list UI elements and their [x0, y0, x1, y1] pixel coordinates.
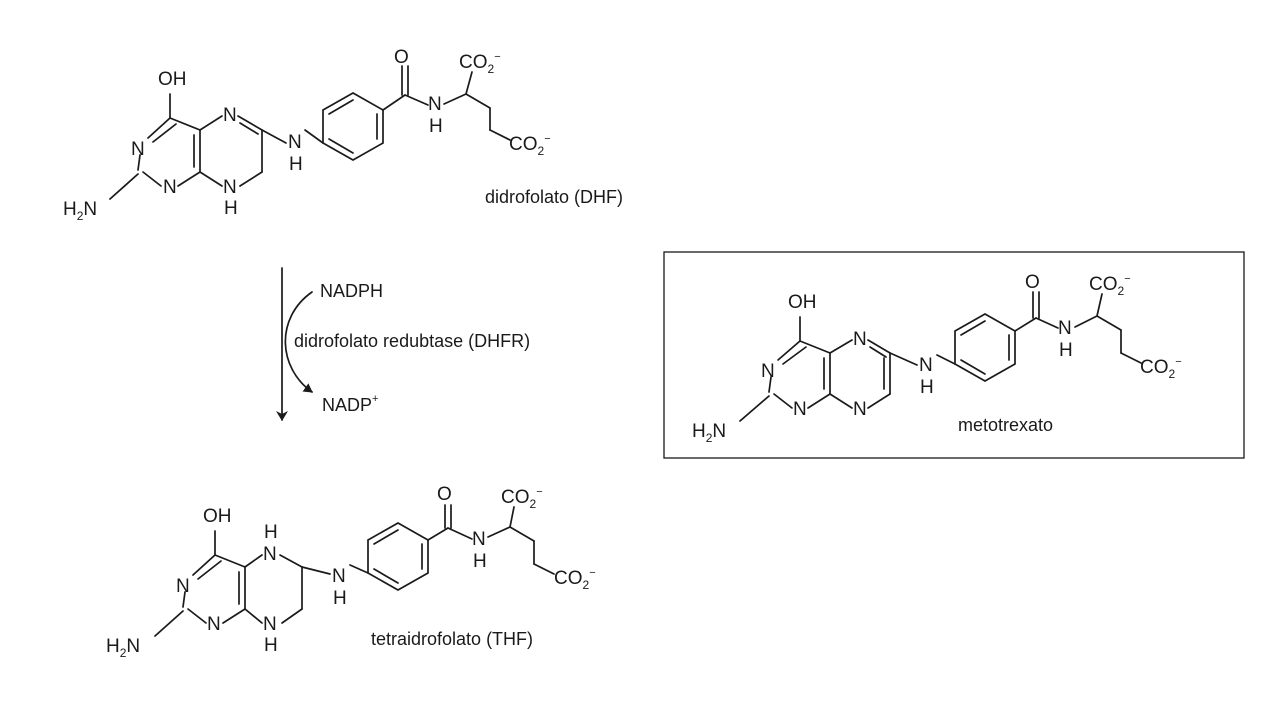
thf-h-d: H [264, 635, 278, 656]
molecule-mtx: OH N N N N H2N N H O N H CO2− CO2− metot… [692, 272, 1182, 445]
thf-h-c: H [264, 522, 278, 543]
dhf-co2-top: CO2− [459, 51, 501, 76]
thf-bonds [154, 504, 555, 637]
thf-o-amide: O [437, 484, 452, 505]
dhf-o-amide: O [394, 47, 409, 68]
dhf-n-d: N [223, 177, 237, 198]
thf-oh: OH [203, 506, 232, 527]
mtx-amide-h: H [1059, 340, 1073, 361]
molecule-thf: OH N N N H N H H2N N H O N H CO2− CO2− t… [106, 484, 596, 660]
dhf-n-b: N [163, 177, 177, 198]
dhf-n-c: N [223, 105, 237, 126]
thf-amide-n: N [472, 529, 486, 550]
thf-co2-top: CO2− [501, 486, 543, 511]
cofactor-curve-arrow [284, 291, 313, 393]
mtx-n-d: N [853, 399, 867, 420]
mtx-bonds [739, 291, 1142, 422]
mtx-oh: OH [788, 292, 817, 313]
dhf-nh-link-h: H [289, 154, 303, 175]
mtx-amide-n: N [1058, 318, 1072, 339]
molecule-dhf: OH N N N N H H2N N H O N H CO2− CO2− did… [63, 47, 623, 223]
mtx-nh-link-n: N [919, 355, 933, 376]
dhf-h2n: H2N [63, 199, 97, 223]
mtx-nh-link-h: H [920, 377, 934, 398]
cofactor-out-label: NADP+ [322, 393, 378, 415]
reaction-arrow-group: NADPH didrofolato redubtase (DHFR) NADP+ [276, 267, 530, 421]
dhf-h-ring: H [224, 198, 238, 219]
thf-n-d: N [263, 614, 277, 635]
mtx-caption: metotrexato [958, 415, 1053, 435]
mtx-h2n: H2N [692, 421, 726, 445]
thf-n-b: N [207, 614, 221, 635]
thf-amide-h: H [473, 551, 487, 572]
dhf-caption: didrofolato (DHF) [485, 187, 623, 207]
dhf-amide-n: N [428, 94, 442, 115]
methotrexate-box [663, 251, 1245, 459]
dhf-atom-labels: OH N N N N H H2N N H O N H CO2− CO2− [63, 47, 551, 223]
thf-n-a: N [176, 576, 190, 597]
dhf-n-a: N [131, 139, 145, 160]
thf-nh-link-n: N [332, 566, 346, 587]
thf-atom-labels: OH N N N H N H H2N N H O N H CO2− CO2− [106, 484, 596, 660]
thf-co2-bottom: CO2− [554, 567, 596, 592]
mtx-co2-bottom: CO2− [1140, 356, 1182, 381]
dhf-amide-h: H [429, 116, 443, 137]
dhf-bonds [109, 65, 511, 200]
mtx-n-a: N [761, 361, 775, 382]
mtx-n-c: N [853, 329, 867, 350]
thf-h2n: H2N [106, 636, 140, 660]
dhf-co2-bottom: CO2− [509, 133, 551, 158]
thf-caption: tetraidrofolato (THF) [371, 629, 533, 649]
cofactor-in-label: NADPH [320, 281, 383, 301]
mtx-co2-top: CO2− [1089, 273, 1131, 298]
enzyme-label: didrofolato redubtase (DHFR) [294, 331, 530, 351]
thf-n-c: N [263, 544, 277, 565]
dhf-nh-link-n: N [288, 132, 302, 153]
dhf-oh: OH [158, 69, 187, 90]
thf-nh-link-h: H [333, 588, 347, 609]
mtx-n-b: N [793, 399, 807, 420]
mtx-atom-labels: OH N N N N H2N N H O N H CO2− CO2− [692, 272, 1182, 445]
mtx-o-amide: O [1025, 272, 1040, 293]
